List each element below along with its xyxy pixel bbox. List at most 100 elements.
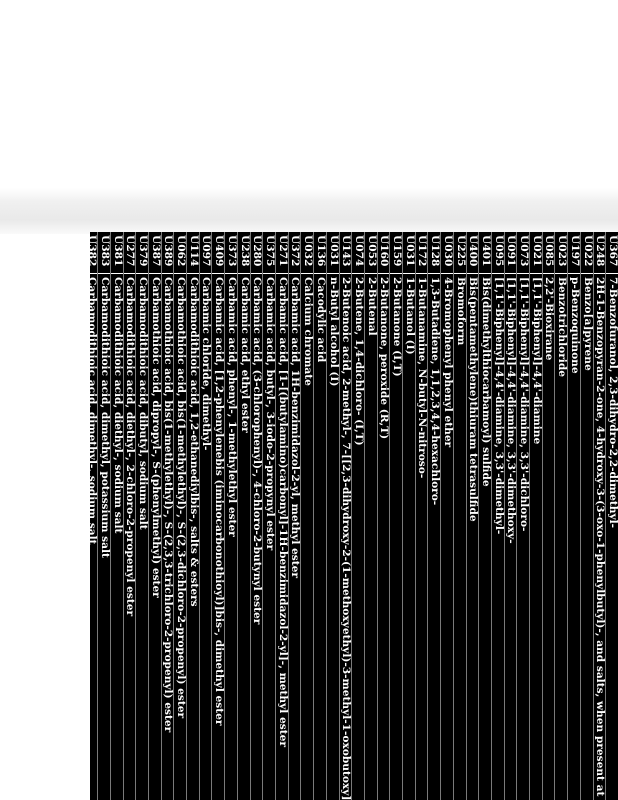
waste-code-cell: U280 bbox=[250, 232, 263, 274]
waste-code-cell: U381 bbox=[110, 232, 124, 274]
substance-name-cell: Carbamodithioic acid, dimethyl-, sodium … bbox=[90, 273, 98, 800]
substance-name-cell: Carbamic acid, ethyl ester bbox=[237, 273, 251, 800]
waste-code-cell: U401 bbox=[478, 232, 492, 274]
substance-name-cell: Bis(pentamethylene)thiuram tetrasulfide bbox=[466, 273, 479, 800]
waste-code-cell: U091 bbox=[504, 232, 517, 274]
waste-code-cell: U379 bbox=[135, 232, 149, 274]
waste-code-cell: U400 bbox=[466, 232, 479, 274]
substance-name-cell: Carbamic acid, (3-chlorophenyl)-, 4-chlo… bbox=[250, 273, 263, 800]
waste-code-cell: U031 bbox=[402, 232, 416, 274]
waste-code-cell: U136 bbox=[313, 232, 327, 274]
waste-code-cell: U382 bbox=[90, 232, 98, 274]
table-row: U073[1,1'-Biphenyl]-4,4'-diamine, 3,3'-d… bbox=[516, 232, 530, 800]
substance-name-cell: 2-Butene, 1,4-dichloro- (I,T) bbox=[351, 273, 365, 800]
waste-code-cell: U238 bbox=[237, 232, 251, 274]
table-row: U091[1,1'-Biphenyl]-4,4'-diamine, 3,3'-d… bbox=[504, 232, 517, 800]
substance-name-cell: 1,3-Butadiene, 1,1,2,3,4,4-hexachloro- bbox=[427, 273, 441, 800]
substance-name-cell: Carbamic chloride, dimethyl- bbox=[199, 273, 212, 800]
waste-code-cell: U030 bbox=[440, 232, 454, 274]
waste-code-cell: U197 bbox=[567, 232, 581, 274]
substance-name-cell: 7-Benzofuranol, 2,3-dihydro-2,2-dimethyl… bbox=[605, 273, 618, 800]
waste-code-cell: U159 bbox=[389, 232, 403, 274]
substance-name-cell: Carbamodithioic acid, dibutyl, sodium sa… bbox=[135, 273, 149, 800]
substance-name-cell: Carbamodithioic acid, diethyl-, sodium s… bbox=[110, 273, 124, 800]
substance-name-cell: 2,2'-Bioxirane bbox=[542, 273, 555, 800]
substance-name-cell: Carbamodithioic acid, 1,2-ethanediylbis-… bbox=[186, 273, 200, 800]
waste-code-cell: U375 bbox=[262, 232, 276, 274]
waste-code-cell: U062 bbox=[173, 232, 187, 274]
waste-code-cell: U409 bbox=[212, 232, 225, 274]
waste-code-cell: U160 bbox=[377, 232, 390, 274]
waste-code-cell: U097 bbox=[199, 232, 212, 274]
waste-code-cell: U172 bbox=[415, 232, 428, 274]
substance-name-cell: Bis(dimethylthiocarbamoyl) sulfide bbox=[478, 273, 492, 800]
waste-code-cell: U114 bbox=[186, 232, 200, 274]
substance-name-cell: Carbamothioic acid, bis(1-methylethyl)-,… bbox=[161, 273, 174, 800]
substance-name-cell: Benzotrichloride bbox=[554, 273, 568, 800]
table-row: U1432-Butenoic acid, 2-methyl-, 7-[[2,3-… bbox=[339, 232, 352, 800]
substance-name-cell: Carbamic acid, [1-[(butylamino)carbonyl]… bbox=[275, 273, 289, 800]
substance-name-cell: [1,1'-Biphenyl]-4,4'-diamine, 3,3'-dichl… bbox=[516, 273, 530, 800]
waste-code-cell: U085 bbox=[542, 232, 555, 274]
substance-name-cell: p-Benzoquinone bbox=[567, 273, 581, 800]
substance-name-cell: 2-Butenal bbox=[364, 273, 378, 800]
waste-code-cell: U023 bbox=[554, 232, 568, 274]
table-row: U095[1,1'-Biphenyl]-4,4'-diamine, 3,3'-d… bbox=[491, 232, 505, 800]
waste-code-cell: U383 bbox=[97, 232, 111, 274]
substance-name-cell: Cacodylic acid bbox=[313, 273, 327, 800]
waste-code-cell: U074 bbox=[351, 232, 365, 274]
waste-code-cell: U367 bbox=[605, 232, 618, 274]
waste-code-cell: U271 bbox=[275, 232, 289, 274]
substance-name-cell: [1,1'-Biphenyl]-4,4'-diamine, 3,3'-dimet… bbox=[504, 273, 517, 800]
waste-code-cell: U143 bbox=[339, 232, 352, 274]
waste-code-cell: U387 bbox=[148, 232, 162, 274]
substance-name-cell: 2H-1-Benzopyran-2-one, 4-hydroxy-3-(3-ox… bbox=[593, 273, 606, 800]
waste-code-cell: U248 bbox=[593, 232, 606, 274]
substance-name-cell: 2-Butenoic acid, 2-methyl-, 7-[[2,3-dihy… bbox=[339, 273, 352, 800]
substance-name-cell: Bromoform bbox=[453, 273, 467, 800]
waste-code-cell: U032 bbox=[300, 232, 314, 274]
substance-name-cell: n-Butyl alcohol (I) bbox=[326, 273, 340, 800]
waste-code-cell: U372 bbox=[288, 232, 301, 274]
substance-name-cell: [1,1'-Biphenyl]-4,4'-diamine, 3,3'-dimet… bbox=[491, 273, 505, 800]
substance-name-cell: Carbamodithioic acid, dimethyl, potassiu… bbox=[97, 273, 111, 800]
substance-name-cell: Carbamothioic acid, bis(1-methylethyl)-,… bbox=[173, 273, 187, 800]
substance-name-cell: 4-Bromophenyl phenyl ether bbox=[440, 273, 454, 800]
waste-code-cell: U073 bbox=[516, 232, 530, 274]
waste-code-cell: U128 bbox=[427, 232, 441, 274]
